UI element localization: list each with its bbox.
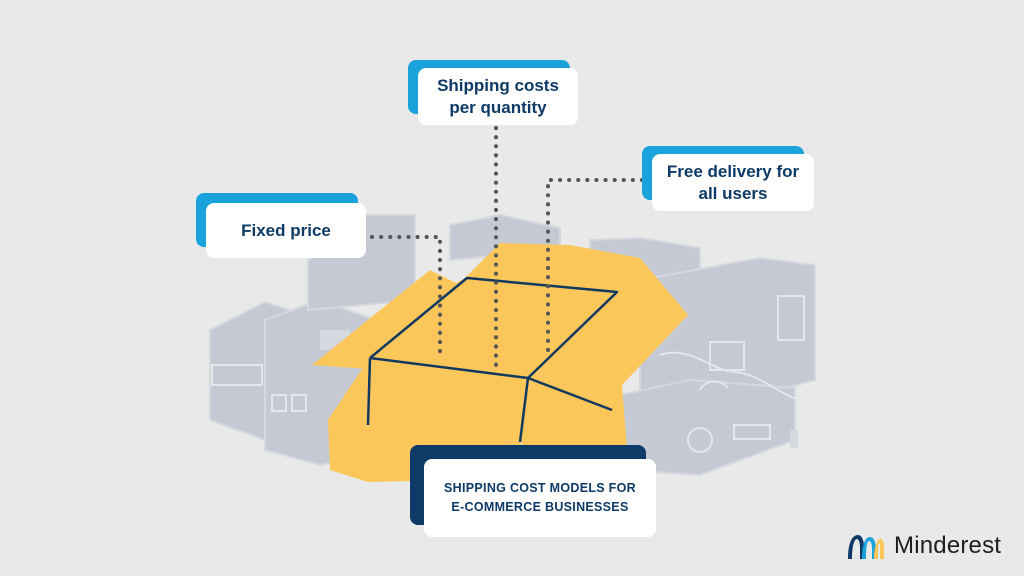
free-delivery-label-line2: all users bbox=[698, 183, 768, 203]
free-delivery-label-line1: Free delivery for bbox=[666, 162, 800, 182]
title-card: SHIPPING COST MODELS FOR E-COMMERCE BUSI… bbox=[424, 459, 656, 537]
dotted-connectors bbox=[370, 126, 644, 372]
title-line1: SHIPPING COST MODELS FOR bbox=[444, 481, 636, 496]
fixed-price-label: Fixed price bbox=[241, 220, 331, 240]
brand-name: Minderest bbox=[894, 532, 1002, 559]
callout-card: Fixed price bbox=[206, 203, 366, 258]
callout-fixed-price: Fixed price bbox=[196, 193, 370, 259]
callout-card: Free delivery for all users bbox=[652, 154, 814, 211]
per-quantity-label-line2: per quantity bbox=[449, 97, 547, 117]
title-line2: E-COMMERCE BUSINESSES bbox=[451, 500, 629, 514]
callout-title: SHIPPING COST MODELS FOR E-COMMERCE BUSI… bbox=[410, 445, 658, 539]
minderest-logo: Minderest bbox=[846, 528, 1001, 564]
per-quantity-label-line1: Shipping costs bbox=[437, 76, 559, 96]
minderest-logo-icon bbox=[848, 535, 884, 559]
callout-free-delivery: Free delivery for all users bbox=[642, 146, 816, 212]
callout-card: Shipping costs per quantity bbox=[418, 68, 578, 125]
callout-shipping-costs-per-quantity: Shipping costs per quantity bbox=[408, 60, 580, 126]
